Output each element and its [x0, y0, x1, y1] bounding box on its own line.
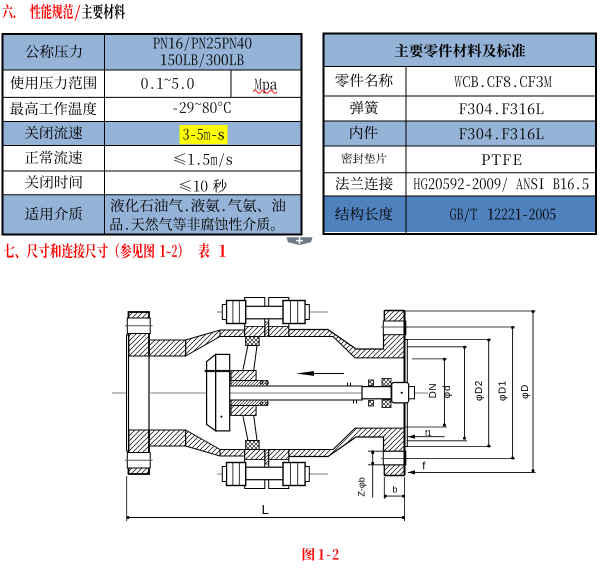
svg-text:L: L	[262, 502, 269, 517]
svg-text:φD: φD	[520, 384, 531, 399]
svg-text:φD1: φD1	[498, 380, 509, 401]
svg-text:DN: DN	[428, 383, 439, 398]
svg-text:f: f	[422, 461, 426, 473]
svg-text:b: b	[392, 484, 397, 494]
svg-text:f1: f1	[425, 429, 432, 438]
svg-text:Z-φb: Z-φb	[356, 477, 366, 496]
svg-text:φD2: φD2	[474, 380, 485, 401]
svg-text:φd: φd	[442, 385, 453, 399]
